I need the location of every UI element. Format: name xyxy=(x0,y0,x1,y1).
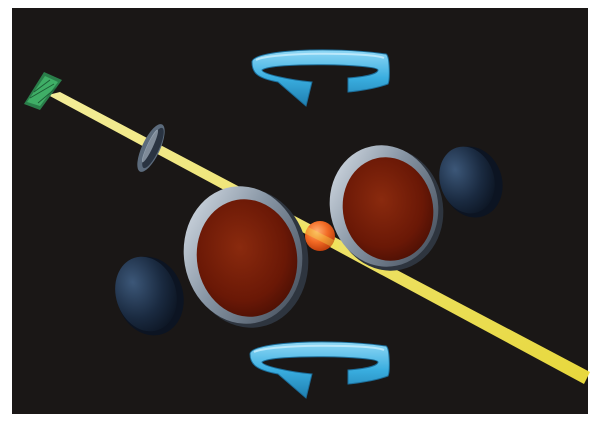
trap-diagram xyxy=(0,0,590,425)
diagram-canvas xyxy=(0,0,590,425)
